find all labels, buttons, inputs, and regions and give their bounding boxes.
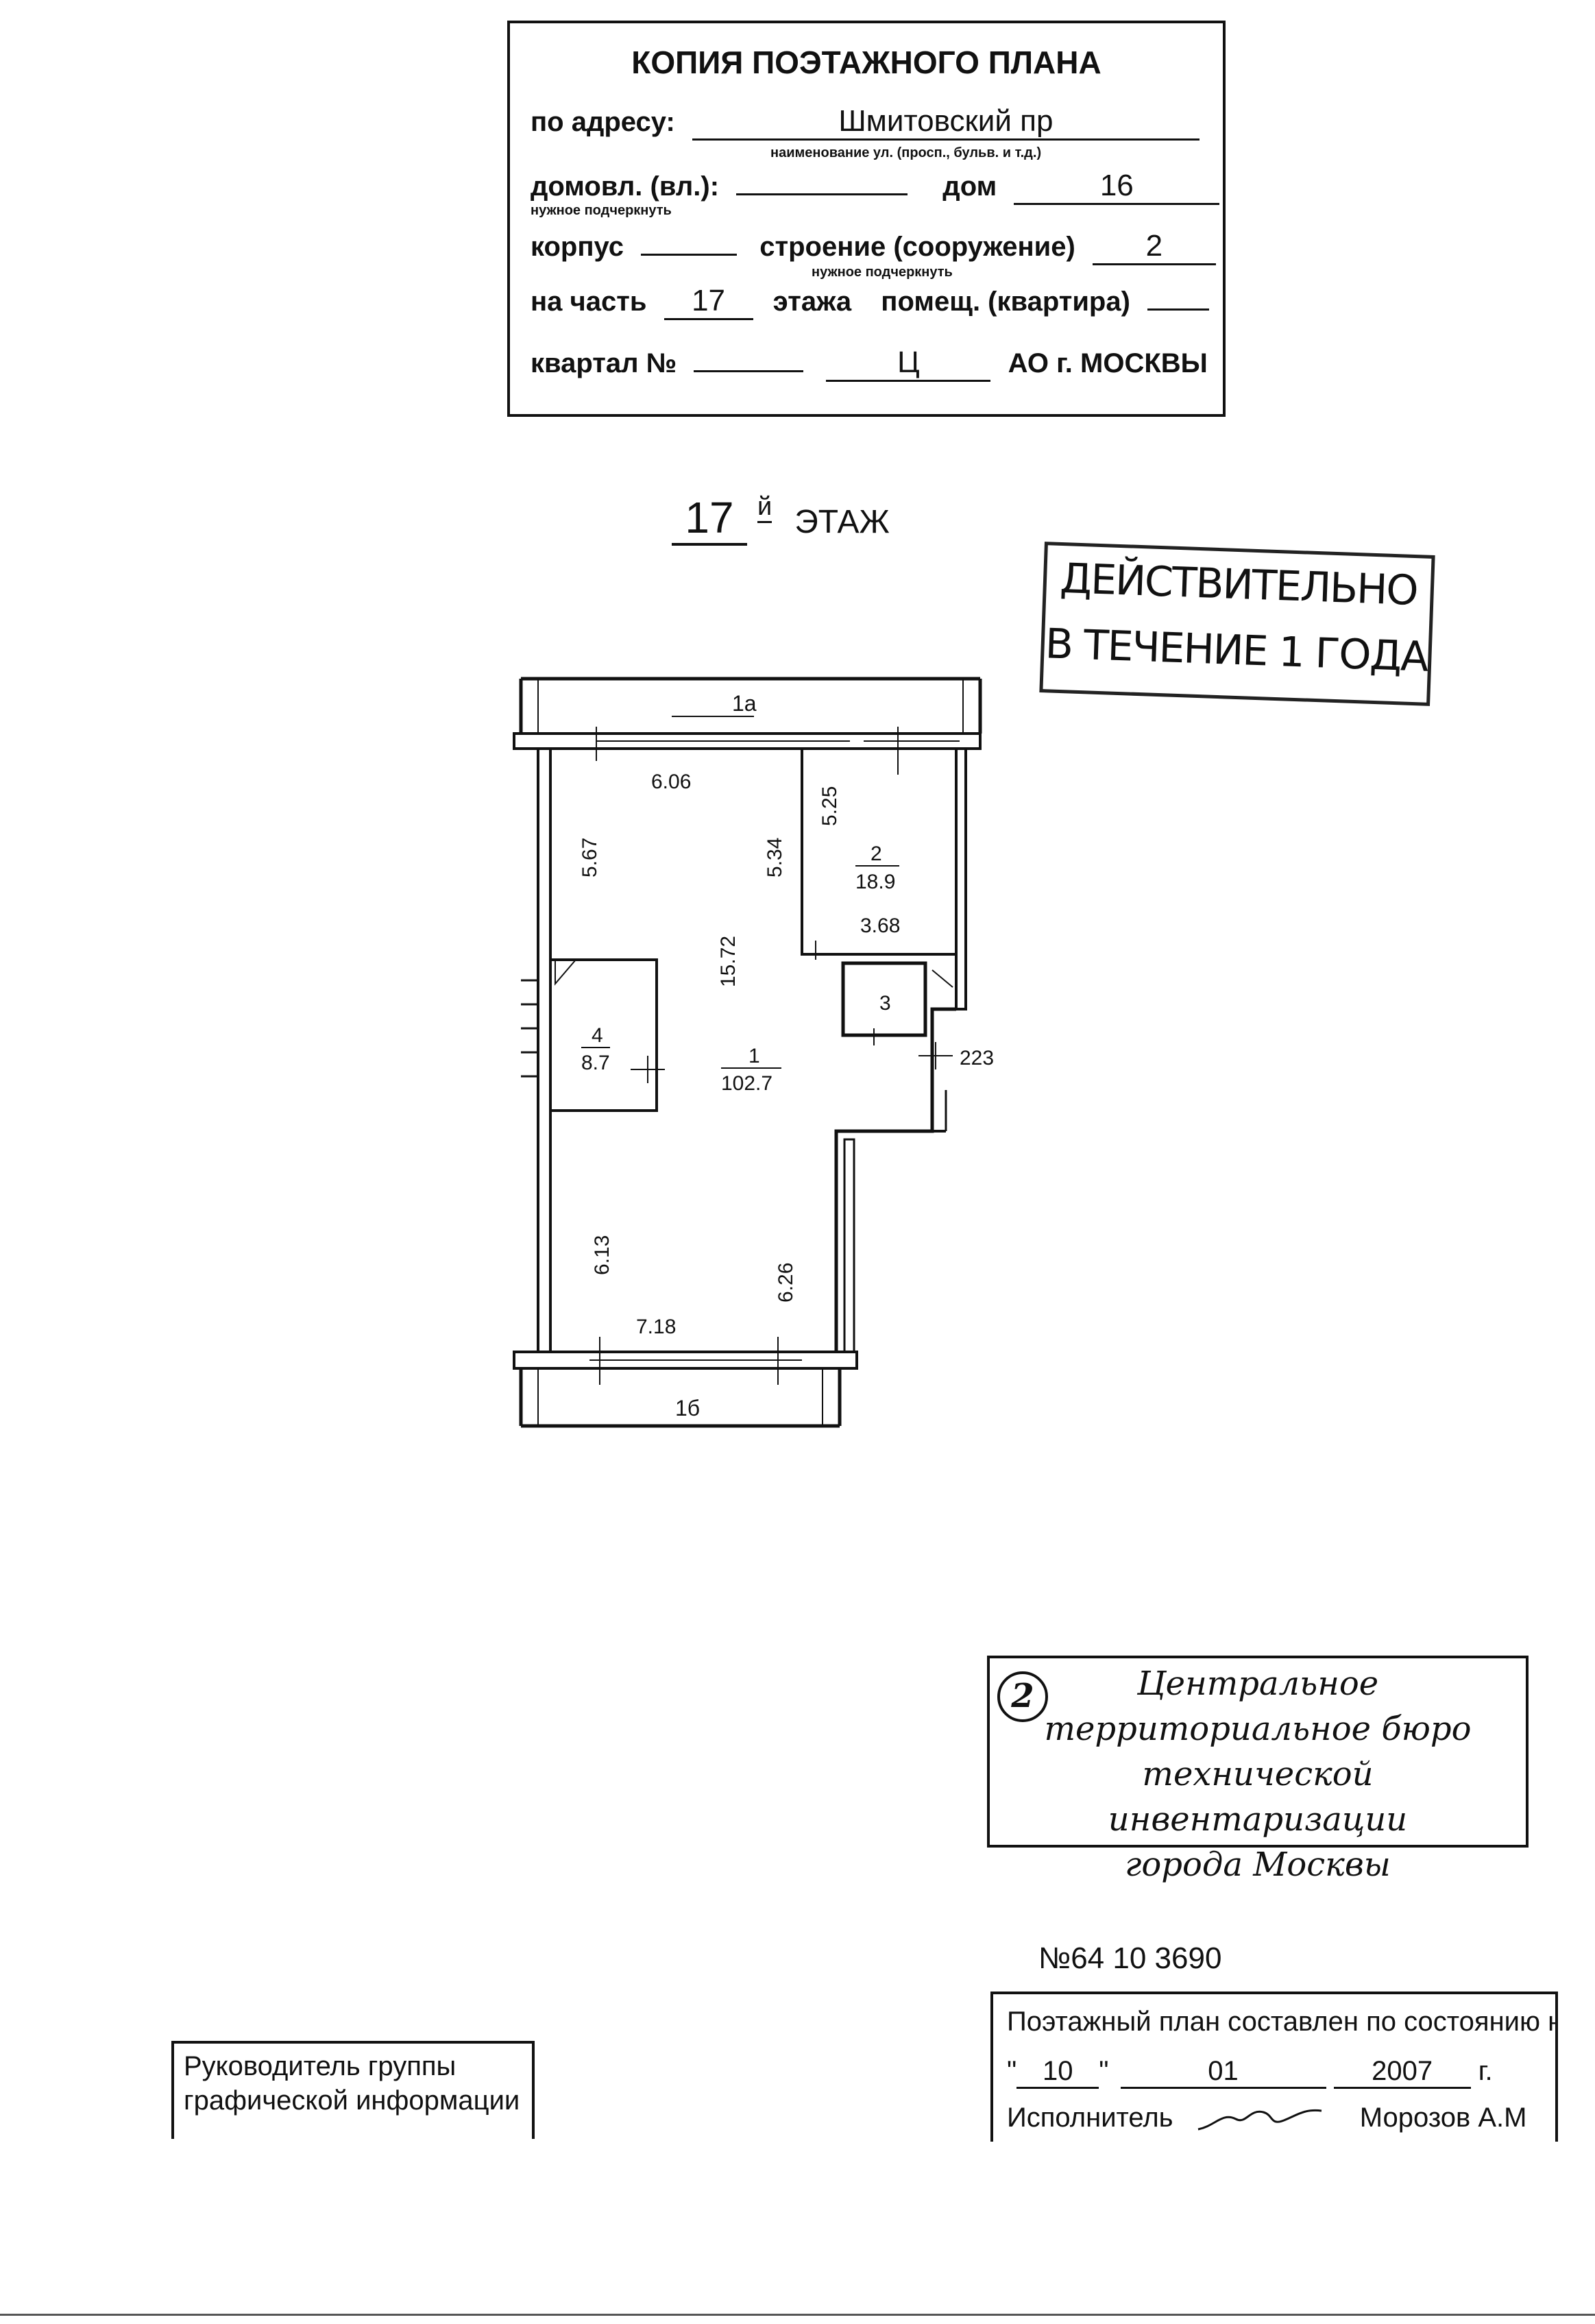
- state-day: 10: [1016, 2056, 1099, 2089]
- header-box: КОПИЯ ПОЭТАЖНОГО ПЛАНА по адресу: Шмитов…: [507, 21, 1226, 417]
- organization-stamp: Центральное территориальное бюро техниче…: [987, 1656, 1529, 1884]
- ao-label: АО г. МОСКВЫ: [1008, 348, 1208, 378]
- address-label: по адресу:: [531, 107, 675, 137]
- room-1-area: 102.7: [721, 1072, 772, 1095]
- stamp-line-2: В ТЕЧЕНИЕ 1 ГОДА: [1044, 620, 1428, 681]
- balcony-top: [513, 677, 982, 775]
- floor-word: ЭТАЖ: [794, 504, 890, 540]
- room-2-area: 18.9: [855, 871, 895, 893]
- dim-5-34: 5.34: [764, 838, 786, 877]
- room-3-number: 3: [879, 992, 891, 1015]
- dom-label: дом: [942, 171, 997, 202]
- head-box: Руководитель группы графической информац…: [171, 2041, 535, 2139]
- domovl-label: домовл. (вл.):: [531, 171, 720, 202]
- head-line-1: Руководитель группы: [184, 2051, 456, 2081]
- executor-name: Морозов А.М: [1359, 2103, 1527, 2133]
- dim-5-25: 5.25: [818, 786, 841, 826]
- balcony-bottom: [513, 1337, 858, 1428]
- org-line-4: города Москвы: [1125, 1845, 1391, 1884]
- domovl-row: домовл. (вл.): дом 16: [531, 169, 1220, 205]
- stroenie-hint: нужное подчеркнуть: [812, 265, 953, 280]
- dim-5-67: 5.67: [579, 838, 601, 877]
- korpus-row: корпус строение (сооружение) 2: [531, 229, 1216, 265]
- etazha-label: этажа: [772, 287, 852, 317]
- balcony-bottom-label: 1б: [675, 1396, 700, 1420]
- state-month: 01: [1120, 2056, 1326, 2089]
- kvartal-label: квартал №: [531, 348, 677, 378]
- floor-label: 17 й ЭТАЖ: [672, 492, 890, 546]
- floor-suffix: й: [757, 492, 772, 523]
- org-line-3: технической инвентаризации: [1108, 1755, 1408, 1839]
- executor-label: Исполнитель: [1007, 2103, 1173, 2133]
- dim-15-72: 15.72: [717, 936, 740, 987]
- state-year-suffix: г.: [1478, 2056, 1493, 2086]
- chast-value: 17: [663, 284, 753, 320]
- dim-6-13: 6.13: [591, 1235, 613, 1275]
- floor-number: 17: [672, 492, 747, 546]
- corridor-number: 223: [960, 1047, 994, 1069]
- executor-row: Исполнитель Морозов А.М: [1007, 2103, 1526, 2133]
- ao-value: Ц: [826, 346, 991, 382]
- corridor-marker: [918, 1042, 953, 1131]
- page-edge: [0, 2314, 1595, 2316]
- floor-plan: 1а 1б 6.06 5.67 5.34 5.25 15.72 3.68 6.1…: [513, 677, 994, 1428]
- room-4-area: 8.7: [581, 1052, 610, 1074]
- room-3: [841, 961, 953, 1045]
- room-2-number: 2: [870, 843, 882, 865]
- validity-stamp: ДЕЙСТВИТЕЛЬНО В ТЕЧЕНИЕ 1 ГОДА: [1039, 542, 1435, 706]
- balcony-top-label: 1а: [732, 691, 757, 716]
- dim-6-06: 6.06: [651, 771, 691, 793]
- domovl-hint: нужное подчеркнуть: [531, 203, 672, 218]
- state-year: 2007: [1333, 2056, 1471, 2089]
- pomesh-label: помещ. (квартира): [881, 287, 1130, 317]
- kvartal-row: квартал № Ц АО г. МОСКВЫ: [531, 346, 1208, 382]
- room-4-number: 4: [592, 1024, 603, 1047]
- dim-6-26: 6.26: [775, 1263, 797, 1303]
- dom-value: 16: [1014, 169, 1220, 205]
- dim-7-18: 7.18: [636, 1316, 676, 1338]
- address-value: Шмитовский пр: [692, 104, 1200, 141]
- stroenie-value: 2: [1092, 229, 1216, 265]
- head-line-2: графической информации: [184, 2085, 520, 2116]
- room-1-number: 1: [748, 1045, 760, 1067]
- org-line-1: Центральное: [1136, 1665, 1379, 1703]
- document-title: КОПИЯ ПОЭТАЖНОГО ПЛАНА: [631, 45, 1101, 80]
- dim-3-68: 3.68: [860, 915, 900, 937]
- room-4: [549, 958, 665, 1112]
- chast-label: на часть: [531, 287, 647, 317]
- document-number: №64 10 3690: [1038, 1941, 1222, 1975]
- signature-icon: [1197, 2109, 1322, 2131]
- state-box: Поэтажный план составлен по состоянию на…: [990, 1992, 1558, 2142]
- org-stamp-number: 2: [997, 1671, 1048, 1722]
- address-hint: наименование ул. (просп., бульв. и т.д.): [770, 145, 1042, 160]
- state-line-1: Поэтажный план составлен по состоянию на: [1007, 2007, 1558, 2037]
- address-row: по адресу: Шмитовский пр: [531, 104, 1200, 141]
- korpus-label: корпус: [531, 232, 624, 262]
- state-date-row: "10" 01 2007 г.: [1007, 2056, 1493, 2089]
- chast-row: на часть 17 этажа помещ. (квартира): [531, 284, 1210, 320]
- room-2: [801, 747, 958, 960]
- org-line-2: территориальное бюро: [1044, 1710, 1472, 1748]
- stroenie-label: строение (сооружение): [759, 232, 1075, 262]
